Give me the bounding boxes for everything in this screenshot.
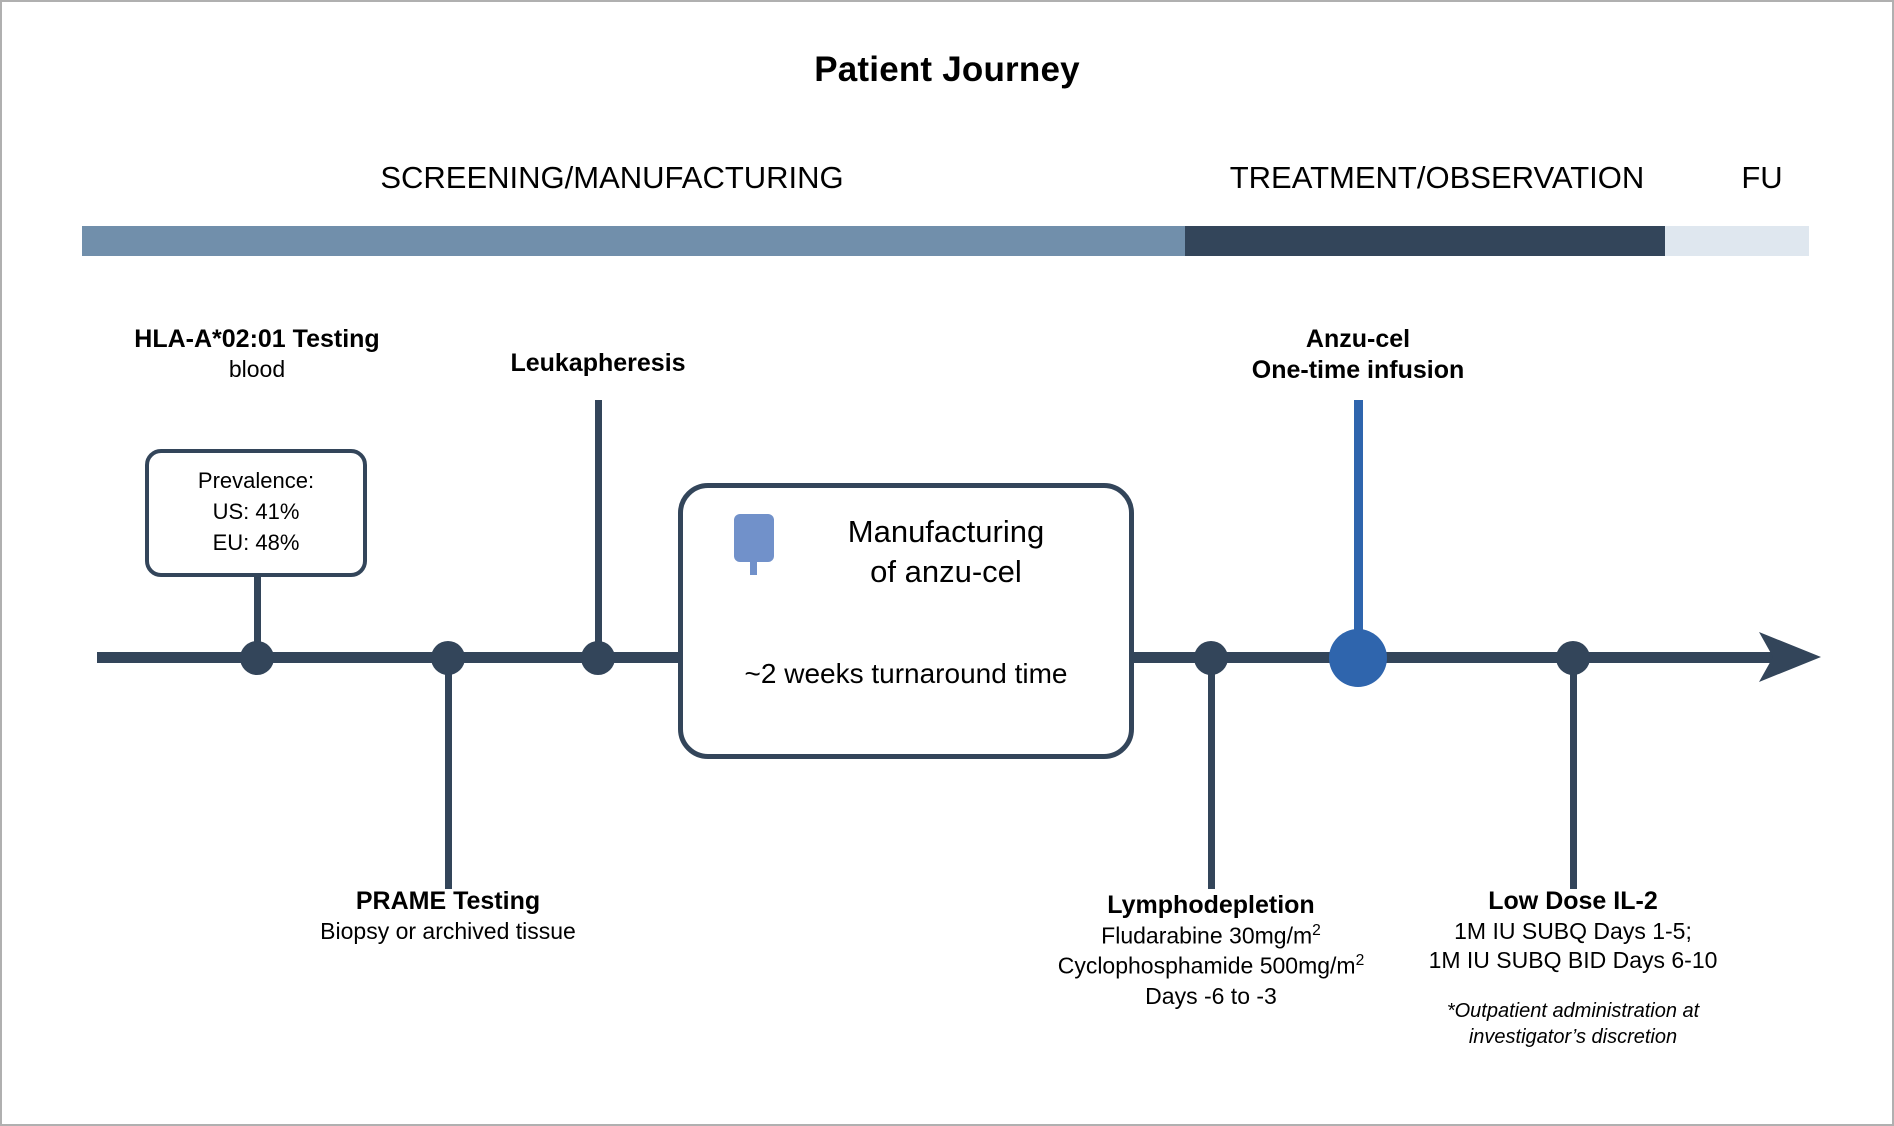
milestone-dot-hla-testing[interactable]: [240, 641, 274, 675]
manufacturing-box: Manufacturing of anzu-cel ~2 weeks turna…: [678, 483, 1134, 759]
phase-bar: [82, 226, 1809, 256]
manufacturing-heading-line1: Manufacturing: [847, 514, 1045, 549]
prame-testing-title: PRAME Testing: [355, 887, 541, 915]
lymphodepletion-line1-text: Fludarabine 30mg/m: [1101, 922, 1313, 949]
manufacturing-heading-line2: of anzu-cel: [870, 553, 1022, 589]
anzu-cel-title-line1: Anzu-cel: [1305, 325, 1411, 353]
phase-label-treatment-observation: TREATMENT/OBSERVATION: [1229, 160, 1645, 195]
lymphodepletion-line3: Days -6 to -3: [1145, 982, 1277, 1009]
lymphodepletion-line1: Fludarabine 30mg/m2: [961, 921, 1461, 952]
prevalence-eu: EU: 48%: [212, 530, 300, 556]
timeline-arrow-icon: [1759, 632, 1821, 682]
iv-bag-icon: [734, 514, 774, 575]
prevalence-box: Prevalence: US: 41% EU: 48%: [145, 449, 367, 577]
callout-leukapheresis: Leukapheresis: [398, 348, 798, 379]
milestone-dot-lymphodepletion[interactable]: [1194, 641, 1228, 675]
milestone-dot-prame-testing[interactable]: [431, 641, 465, 675]
hla-testing-subtitle: blood: [228, 355, 286, 382]
low-dose-il2-footnote-line2: investigator’s discretion: [1468, 1026, 1678, 1049]
callout-anzu-cel-infusion: Anzu-cel One-time infusion: [1158, 324, 1558, 385]
manufacturing-turnaround: ~2 weeks turnaround time: [744, 658, 1068, 689]
phase-bar-segment-followup: [1665, 226, 1809, 256]
phase-bar-segment-screening: [82, 226, 1185, 256]
phase-label-follow-up: FU: [1741, 160, 1783, 195]
anzu-cel-title-line2: One-time infusion: [1251, 355, 1465, 384]
lymphodepletion-title: Lymphodepletion: [1107, 891, 1315, 919]
low-dose-il2-line1: 1M IU SUBQ Days 1-5;: [1454, 917, 1692, 944]
lymphodepletion-line1-superscript: 2: [1312, 921, 1321, 939]
callout-low-dose-il2: Low Dose IL-2 1M IU SUBQ Days 1-5; 1M IU…: [1323, 886, 1823, 1050]
hla-testing-title: HLA-A*02:01 Testing: [134, 325, 380, 353]
milestone-dot-low-dose-il2[interactable]: [1556, 641, 1590, 675]
stem-lymphodepletion: [1208, 657, 1215, 889]
stem-hla-testing: [254, 577, 261, 649]
manufacturing-heading: Manufacturing of anzu-cel: [683, 512, 1129, 591]
stem-prame-testing: [445, 657, 452, 889]
phase-label-screening-manufacturing: SCREENING/MANUFACTURING: [380, 160, 844, 195]
prame-testing-subtitle: Biopsy or archived tissue: [320, 917, 576, 944]
stem-anzu-cel-infusion: [1354, 400, 1363, 636]
low-dose-il2-footnote-line1: *Outpatient administration at: [1446, 1000, 1700, 1023]
lymphodepletion-line2: Cyclophosphamide 500mg/m2: [961, 951, 1461, 982]
prevalence-heading: Prevalence:: [197, 468, 315, 493]
callout-hla-testing: HLA-A*02:01 Testing blood: [57, 324, 457, 384]
stem-low-dose-il2: [1570, 657, 1577, 889]
low-dose-il2-line2: 1M IU SUBQ BID Days 6-10: [1428, 947, 1718, 974]
page-title: Patient Journey: [814, 50, 1080, 89]
milestone-dot-anzu-cel-infusion[interactable]: [1329, 629, 1387, 687]
prevalence-us: US: 41%: [212, 499, 300, 525]
lymphodepletion-line2-text: Cyclophosphamide 500mg/m: [1057, 952, 1356, 979]
phase-bar-segment-treatment: [1185, 226, 1665, 256]
leukapheresis-title: Leukapheresis: [510, 349, 686, 377]
stem-leukapheresis: [595, 400, 602, 650]
low-dose-il2-title: Low Dose IL-2: [1488, 887, 1658, 915]
milestone-dot-leukapheresis[interactable]: [581, 641, 615, 675]
lymphodepletion-line2-superscript: 2: [1355, 952, 1365, 970]
callout-lymphodepletion: Lymphodepletion Fludarabine 30mg/m2 Cycl…: [961, 890, 1461, 1011]
callout-prame-testing: PRAME Testing Biopsy or archived tissue: [248, 886, 648, 946]
